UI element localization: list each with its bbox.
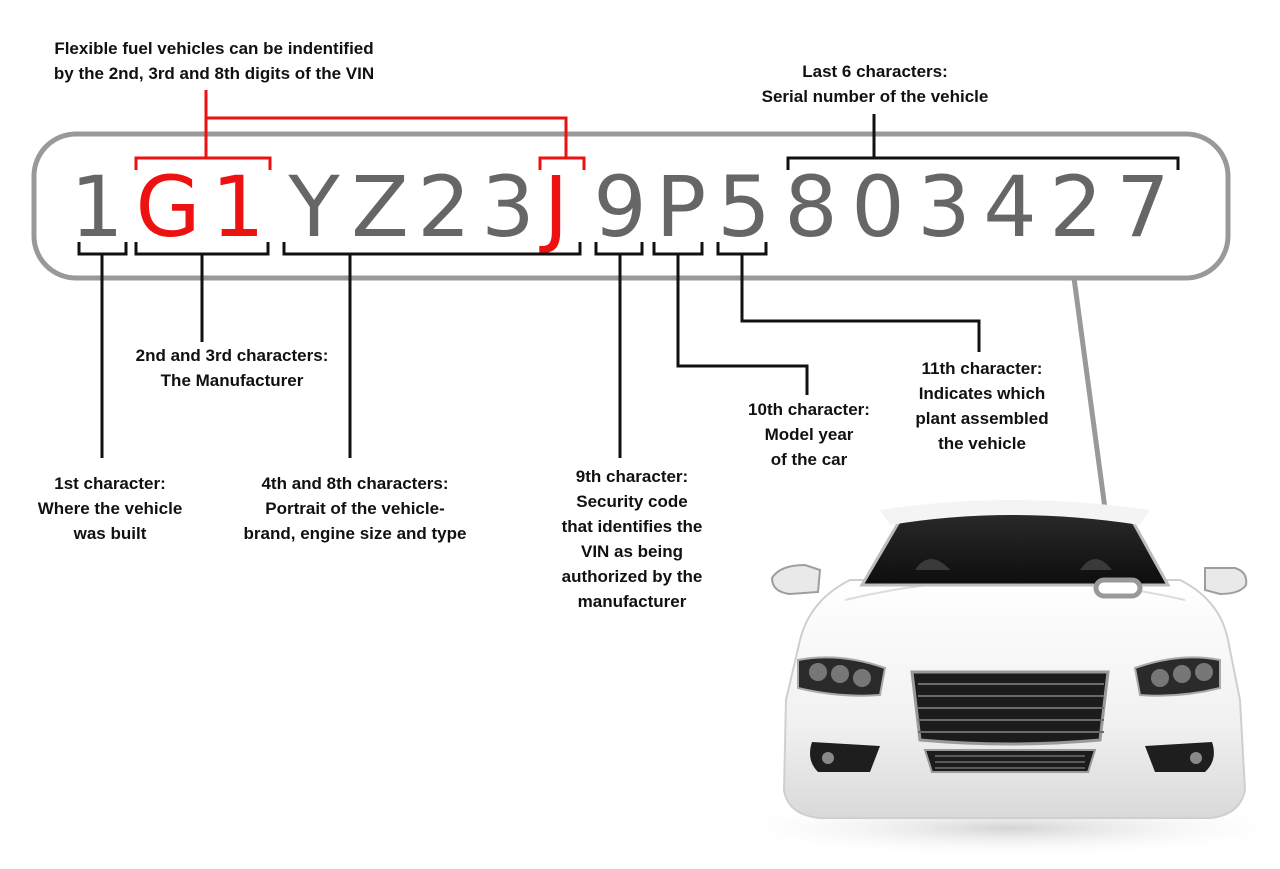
vin-char-2: G (135, 158, 200, 256)
label-model-year: 10th character: Model year of the car (748, 397, 870, 472)
vin-char-3: 1 (211, 158, 264, 256)
label-first-char-line-2: Where the vehicle (37, 499, 183, 518)
red-bracket-eighth (538, 156, 586, 170)
label-manufacturer-line-1: 2nd and 3rd characters: (135, 346, 329, 365)
label-serial-line-1: Last 6 characters: (802, 62, 948, 81)
label-flex-fuel-line-1: Flexible fuel vehicles can be indentifie… (54, 39, 374, 58)
vin-char-8: J (539, 158, 569, 256)
windshield-vin-tag (1093, 577, 1143, 599)
label-flex-fuel: Flexible fuel vehicles can be indentifie… (54, 36, 374, 86)
car-front-icon (710, 500, 1280, 858)
label-plant-line-3: plant assembled (915, 409, 1049, 428)
vin-char-15: 4 (983, 158, 1036, 256)
label-security-line-2: Security code (576, 492, 688, 511)
label-descriptor-line-1: 4th and 8th characters: (261, 474, 449, 493)
label-model-year-line-1: 10th character: (748, 400, 870, 419)
label-first-char-line-1: 1st character: (54, 474, 166, 493)
vin-char-10: P (656, 158, 707, 256)
vin-char-17: 7 (1116, 158, 1169, 256)
vin-char-12: 8 (784, 158, 837, 256)
label-security-line-4: VIN as being (580, 542, 684, 561)
label-security-line-3: that identifies the (561, 517, 703, 536)
label-security-line-5: authorized by the (561, 567, 703, 586)
label-security-line-6: manufacturer (577, 592, 687, 611)
leader-model-year (676, 254, 809, 395)
vin-char-1: 1 (70, 158, 123, 256)
label-first-char: 1st character: Where the vehicle was bui… (38, 471, 183, 546)
label-plant-line-4: the vehicle (938, 434, 1026, 453)
vin-char-11: 5 (717, 158, 770, 256)
label-model-year-line-2: Model year (764, 425, 854, 444)
vin-char-9: 9 (593, 158, 646, 256)
label-serial: Last 6 characters: Serial number of the … (762, 59, 989, 109)
label-first-char-line-3: was built (73, 524, 147, 543)
red-bracket-manufacturer (134, 156, 272, 170)
leader-lines (100, 114, 981, 458)
label-serial-line-2: Serial number of the vehicle (761, 87, 989, 106)
bracket-descriptor (282, 242, 582, 256)
label-model-year-line-3: of the car (770, 450, 848, 469)
label-manufacturer-line-2: The Manufacturer (160, 371, 304, 390)
bracket-serial (786, 156, 1180, 170)
label-security-line-1: 9th character: (575, 467, 689, 486)
label-descriptor: 4th and 8th characters: Portrait of the … (244, 471, 467, 546)
label-manufacturer: 2nd and 3rd characters: The Manufacturer (136, 343, 329, 393)
label-plant: 11th character: Indicates which plant as… (915, 356, 1048, 456)
vin-char-7: 3 (481, 158, 534, 256)
label-security: 9th character: Security code that identi… (562, 464, 703, 614)
vin-plate-frame (31, 131, 1231, 281)
label-descriptor-line-3: brand, engine size and type (243, 524, 467, 543)
vin-char-4: Y (287, 158, 340, 256)
vin-char-5: Z (351, 158, 409, 256)
vin-char-6: 2 (417, 158, 470, 256)
label-plant-line-2: Indicates which (918, 384, 1046, 403)
flex-fuel-brackets (134, 90, 586, 170)
vin-char-13: 0 (851, 158, 904, 256)
label-plant-line-1: 11th character: (921, 359, 1043, 378)
label-flex-fuel-line-2: by the 2nd, 3rd and 8th digits of the VI… (53, 64, 375, 83)
label-descriptor-line-2: Portrait of the vehicle- (265, 499, 445, 518)
leader-plant (740, 254, 981, 352)
vin-char-14: 3 (917, 158, 970, 256)
vin-char-16: 2 (1049, 158, 1102, 256)
red-connector (204, 116, 568, 158)
